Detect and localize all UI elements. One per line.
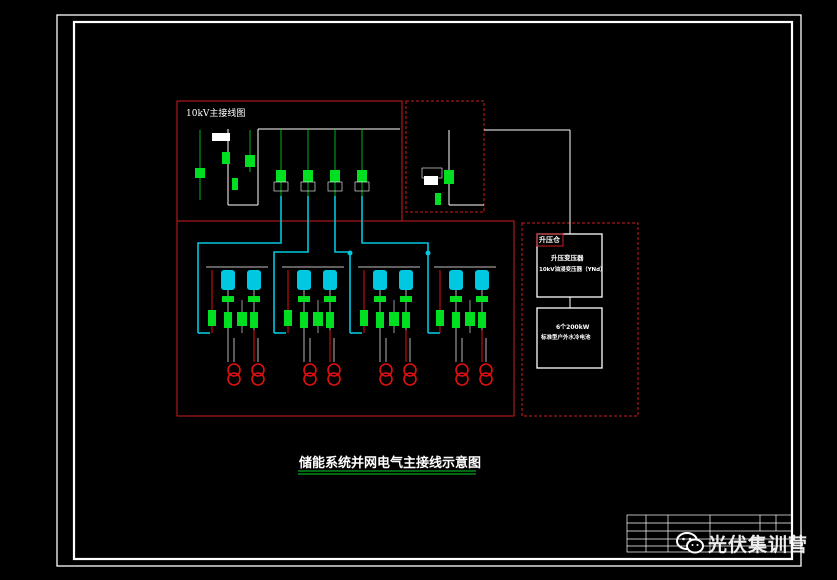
switch-green	[250, 312, 258, 328]
pt-cabinet	[212, 133, 230, 141]
breaker-cyan	[323, 270, 337, 290]
step-up-transformer-label: 升压变压器	[551, 254, 584, 262]
feeder-box	[176, 220, 515, 417]
inner-frame	[72, 20, 794, 561]
switch-green	[450, 296, 462, 302]
switch-green	[237, 312, 247, 326]
breaker-cyan	[297, 270, 311, 290]
breaker-cyan	[373, 270, 387, 290]
switch-green	[298, 296, 310, 302]
transformer-winding	[227, 363, 241, 377]
cable-junction	[347, 250, 353, 256]
transformer-winding	[303, 372, 317, 386]
transformer-winding	[303, 363, 317, 377]
switch-green	[284, 310, 292, 326]
section-10kv-title: 10kV主接线图	[186, 109, 246, 119]
main-busbar-box	[176, 100, 403, 222]
transformer-winding	[379, 372, 393, 386]
busbar-disconnects	[273, 167, 443, 192]
breaker-cyan	[221, 270, 235, 290]
transformer-winding	[327, 372, 341, 386]
switch-green	[478, 312, 486, 328]
diagram-title: 储能系统并网电气主接线示意图	[299, 456, 482, 471]
breaker-cyan	[247, 270, 261, 290]
transformer-winding	[403, 372, 417, 386]
switch-green	[326, 312, 334, 328]
switch-green	[402, 312, 410, 328]
busbar-feeders	[195, 129, 454, 205]
transformer-winding	[455, 363, 469, 377]
transformer-winding	[227, 372, 241, 386]
switch-green	[300, 312, 308, 328]
switch-green	[248, 296, 260, 302]
switch-green	[374, 296, 386, 302]
incoming-box	[405, 100, 485, 213]
title-block	[626, 514, 793, 553]
watermark-text: 光伏集训营	[708, 533, 809, 556]
grid-box-tag	[536, 233, 564, 247]
switch-green	[436, 310, 444, 326]
switch-green	[400, 296, 412, 302]
grid-box-title: 升压仓	[539, 236, 560, 244]
watermark: 光伏集训营	[676, 528, 808, 558]
switch-green	[476, 296, 488, 302]
pt-cabinet	[424, 176, 438, 185]
transformer-winding	[479, 372, 493, 386]
transformers	[227, 338, 493, 386]
wechat-icon	[676, 532, 704, 554]
step-up-transformer-box	[536, 233, 603, 298]
transformer-winding	[403, 363, 417, 377]
switch-green	[452, 312, 460, 328]
transformer-winding	[251, 363, 265, 377]
breaker-cyan	[449, 270, 463, 290]
storage-box-spec: 标准型户外水冷电池	[541, 335, 591, 341]
switch-green	[360, 310, 368, 326]
step-up-transformer-spec: 10kV油浸变压器（YNd）	[539, 267, 606, 273]
storage-box	[536, 307, 603, 369]
cable-junction	[425, 250, 431, 256]
transformer-winding	[479, 363, 493, 377]
outer-frame	[56, 14, 802, 567]
busbar-lines	[227, 128, 571, 308]
switch-green	[224, 312, 232, 328]
feeder-units	[206, 266, 496, 362]
switch-green	[376, 312, 384, 328]
switch-green	[324, 296, 336, 302]
switch-green	[222, 296, 234, 302]
breaker-cyan	[475, 270, 489, 290]
storage-box-label: 6个200kW	[556, 324, 590, 331]
transformer-winding	[251, 372, 265, 386]
transformer-winding	[327, 363, 341, 377]
transformer-winding	[379, 363, 393, 377]
container-box	[521, 222, 639, 417]
breaker-cyan	[399, 270, 413, 290]
switch-green	[208, 310, 216, 326]
mv-cables	[197, 196, 440, 334]
switch-green	[465, 312, 475, 326]
switch-green	[313, 312, 323, 326]
transformer-winding	[455, 372, 469, 386]
switch-green	[389, 312, 399, 326]
